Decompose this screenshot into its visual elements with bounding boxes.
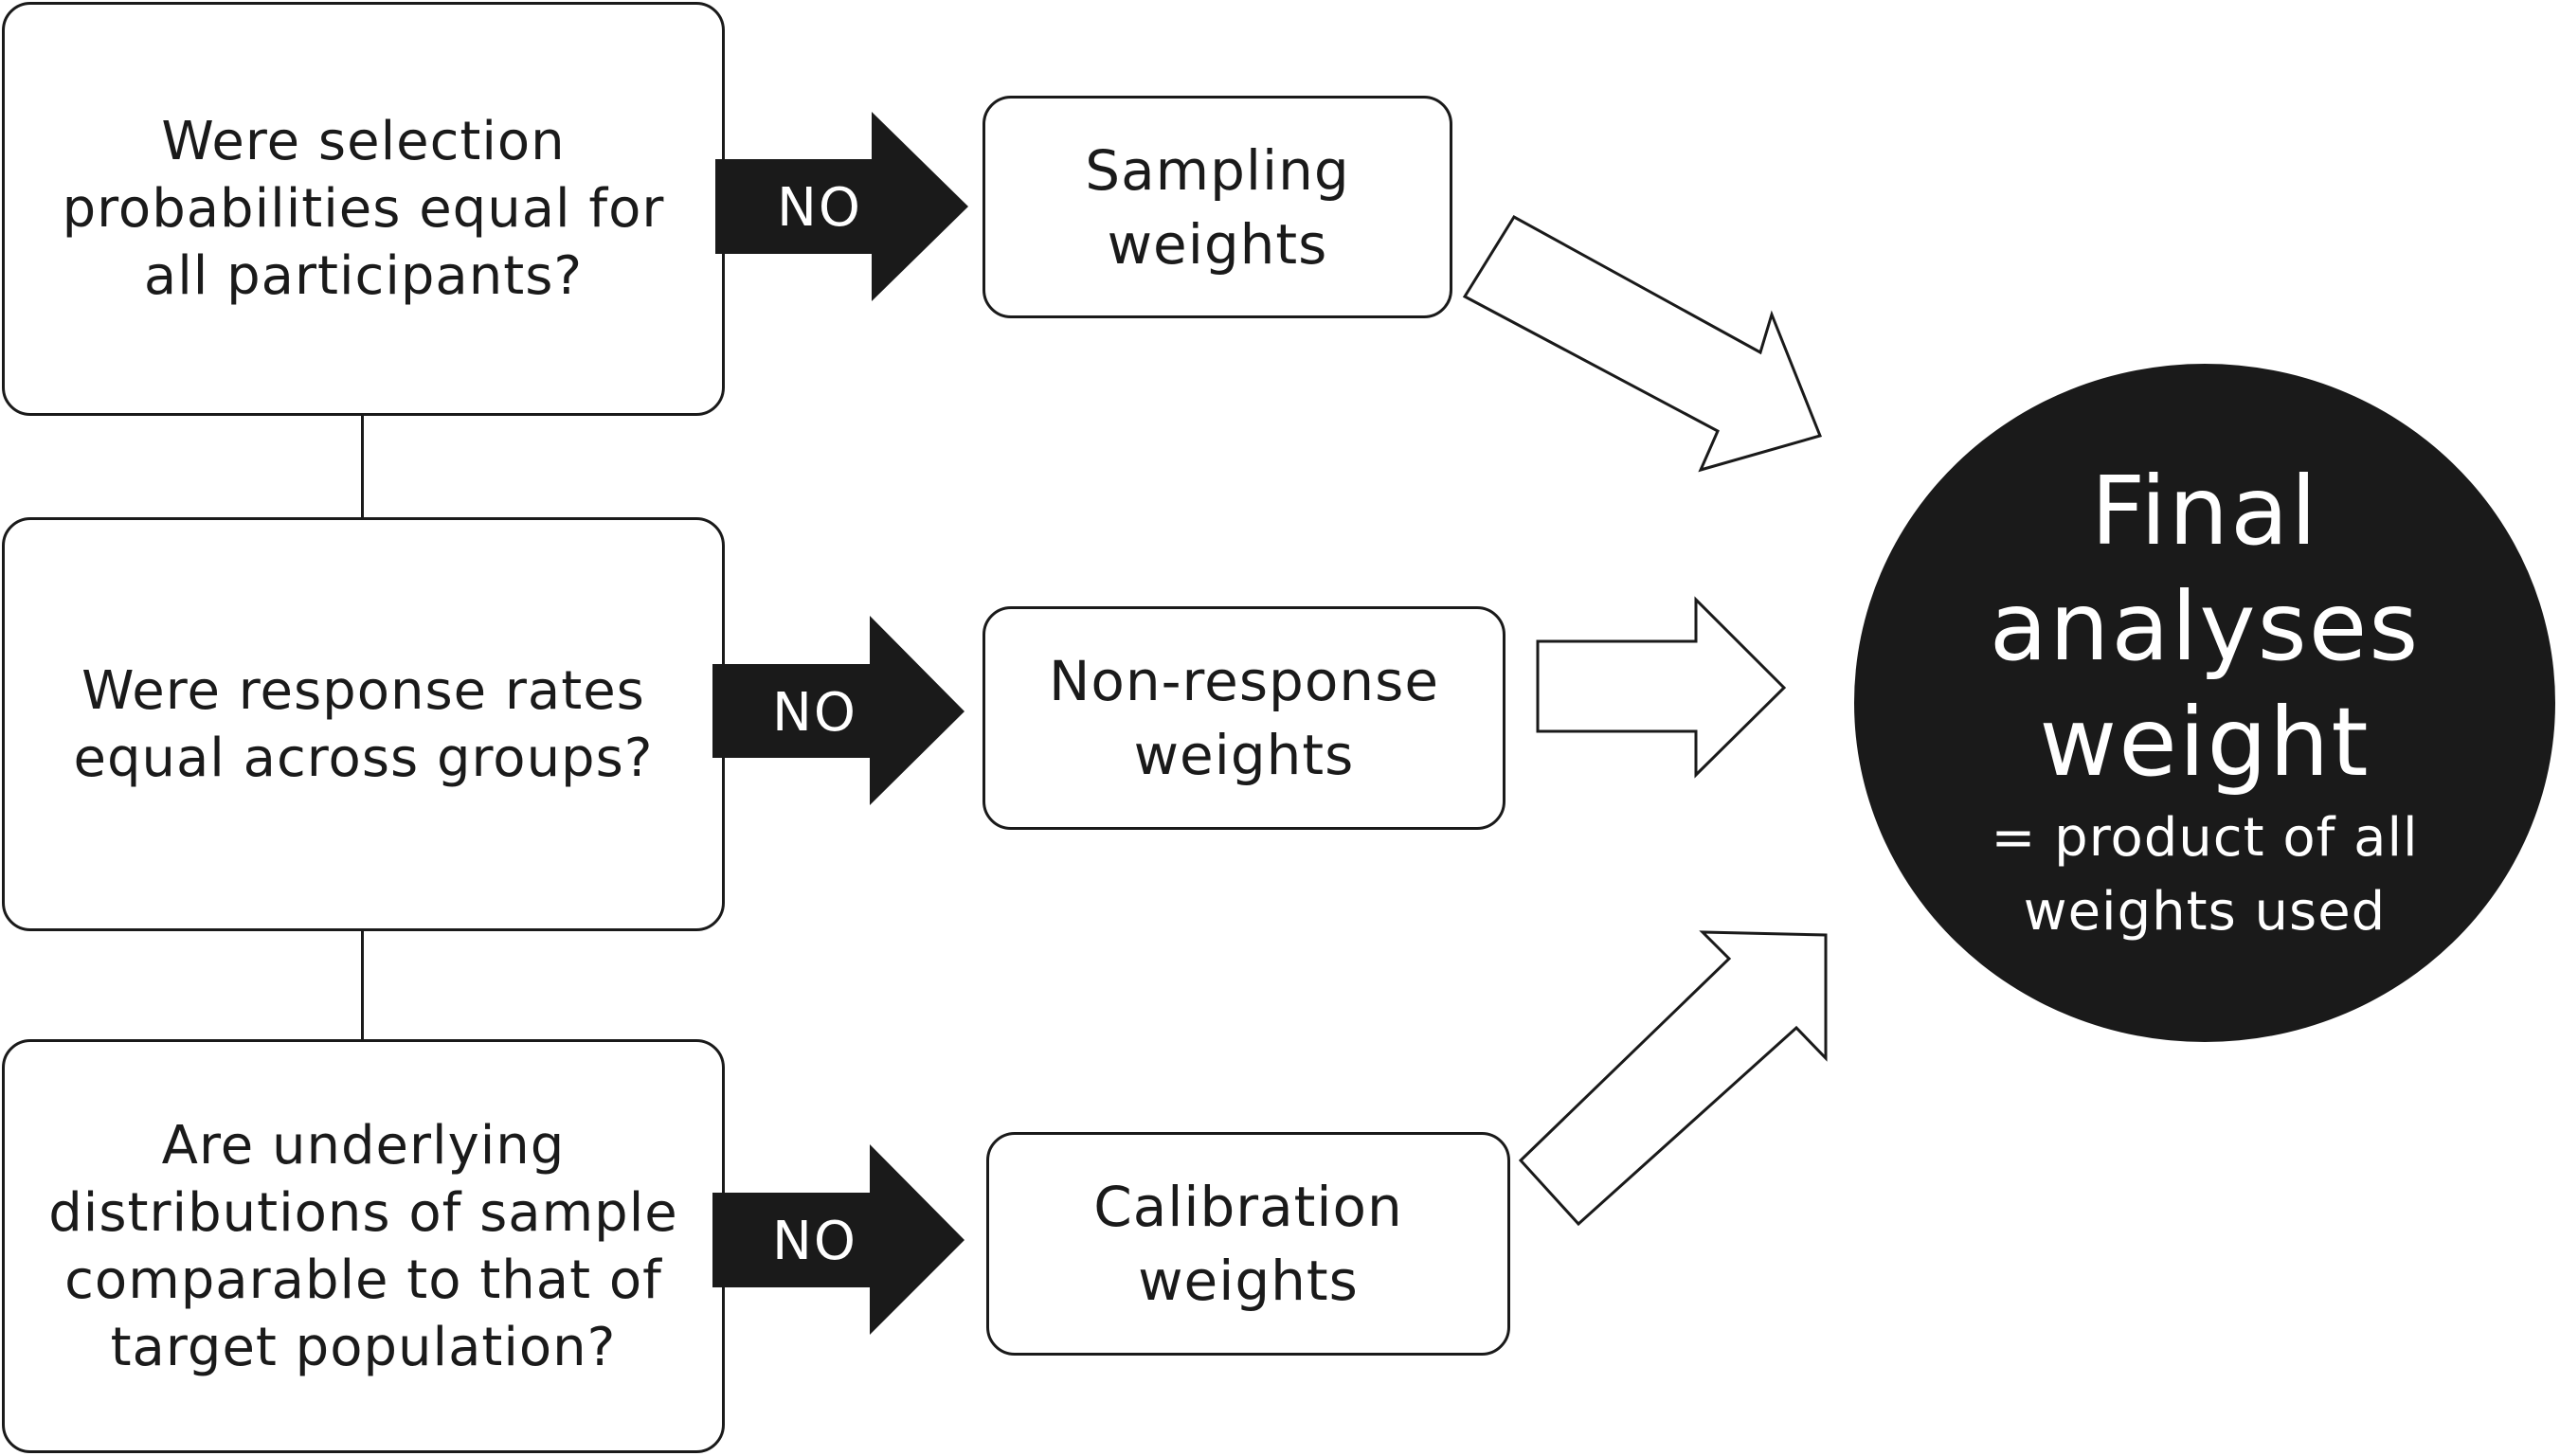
no-arrow-3 — [712, 1144, 965, 1335]
weight-box-sampling: Sampling weights — [983, 96, 1452, 318]
outline-arrow-nonresponse — [1536, 596, 1787, 779]
weight-box-calibration: Calibration weights — [986, 1132, 1510, 1356]
connector-line-2 — [361, 931, 364, 1039]
no-label-2: NO — [772, 682, 857, 744]
question-box-underlying-distributions: Are underlying distributions of sample c… — [2, 1039, 725, 1453]
weight-text-sampling: Sampling weights — [1085, 137, 1350, 277]
no-arrow-1 — [715, 112, 968, 301]
question-box-response-rates: Were response rates equal across groups? — [2, 517, 725, 931]
question-box-selection-probabilities: Were selection probabilities equal for a… — [2, 2, 725, 416]
final-weight-circle: Final analyses weight = product of all w… — [1854, 364, 2555, 1042]
no-label-3: NO — [772, 1211, 857, 1272]
question-text-selection-probabilities: Were selection probabilities equal for a… — [62, 111, 665, 307]
final-weight-title: Final analyses weight — [1989, 456, 2421, 798]
final-weight-subtitle: = product of all weights used — [1991, 807, 2419, 943]
question-text-response-rates: Were response rates equal across groups? — [73, 659, 654, 789]
weight-text-calibration: Calibration weights — [1093, 1175, 1403, 1313]
weight-box-nonresponse: Non-response weights — [983, 606, 1505, 830]
connector-line-1 — [361, 416, 364, 517]
outline-arrow-calibration — [1518, 930, 1828, 1227]
weight-text-nonresponse: Non-response weights — [1049, 649, 1439, 787]
no-arrow-2 — [712, 616, 965, 805]
no-label-1: NO — [777, 177, 862, 239]
outline-arrow-sampling — [1462, 214, 1823, 473]
question-text-underlying-distributions: Are underlying distributions of sample c… — [48, 1114, 678, 1378]
